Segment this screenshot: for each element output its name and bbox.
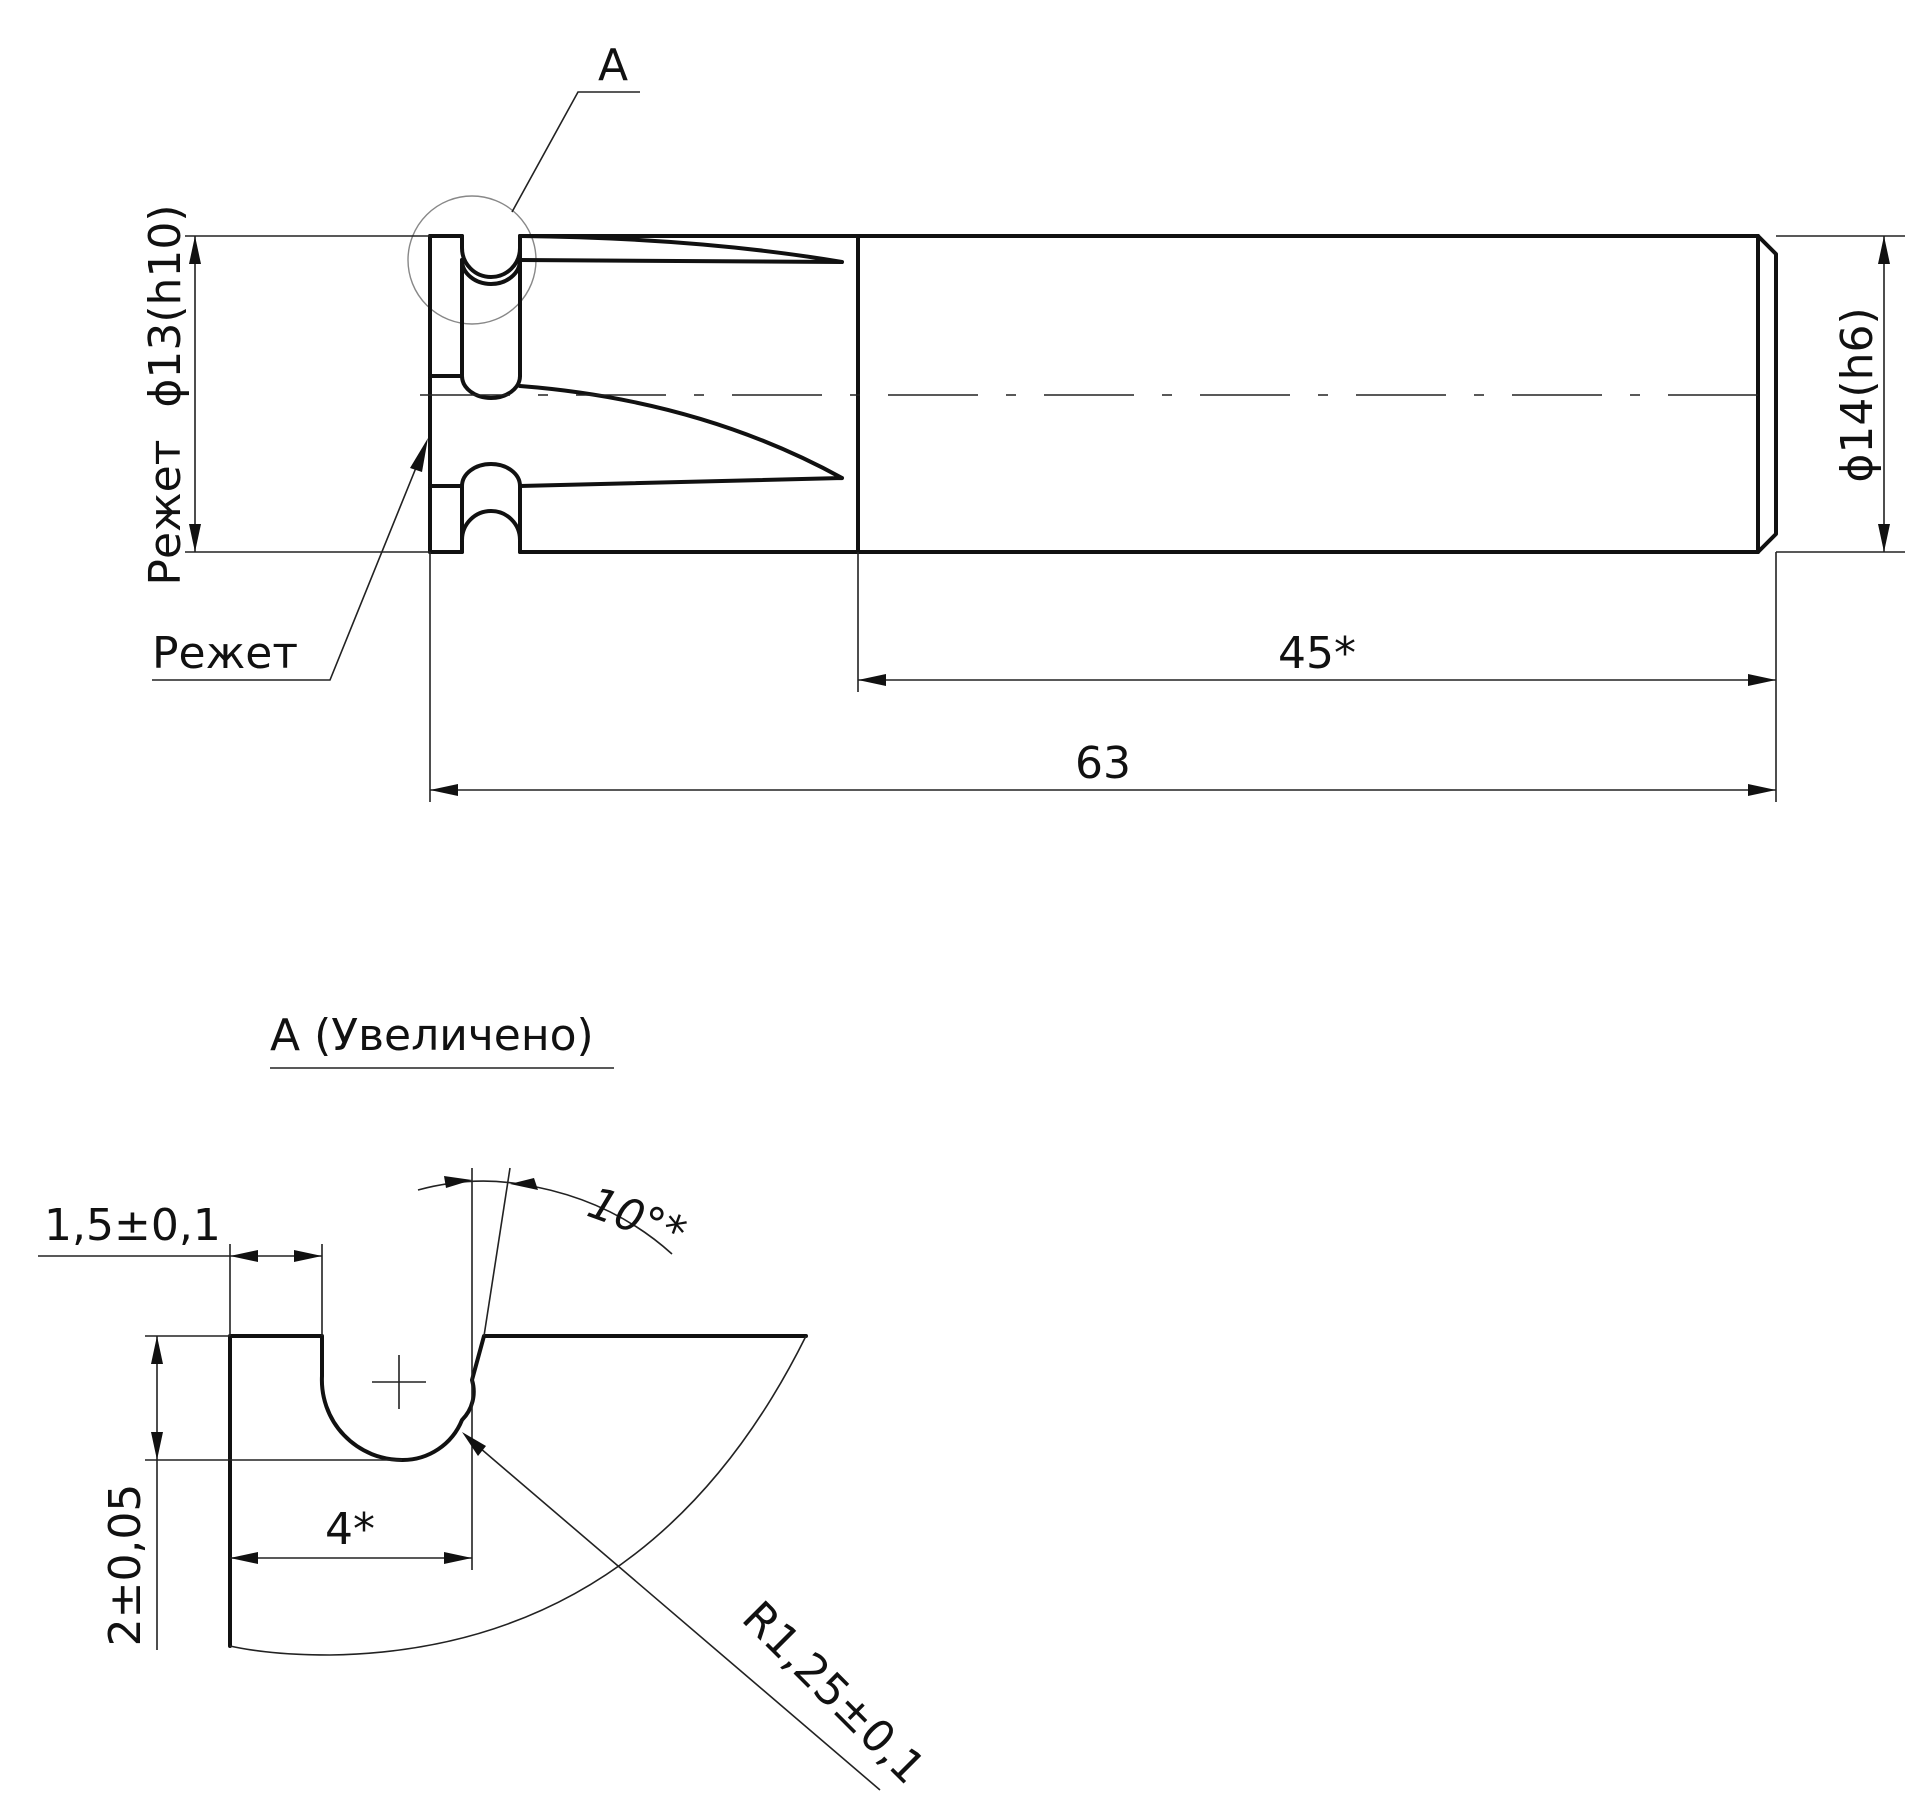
top-notch-lower (460, 258, 522, 286)
dim-angle-label: 10°* (581, 1177, 692, 1259)
radius-leader (465, 1435, 881, 1791)
flute-lower (518, 384, 844, 488)
arrow-45-left (858, 674, 886, 686)
arrow-63-left (430, 784, 458, 796)
shaft-body-outline (856, 234, 1778, 554)
arrow-w-right (294, 1250, 322, 1262)
detail-outline (228, 1334, 808, 1648)
arrow-right-bottom (1878, 524, 1890, 552)
dim-groove-label: 4* (325, 1504, 375, 1555)
dia-left-value: ϕ13(h10) (140, 204, 191, 407)
dim-63-label: 63 (1075, 738, 1131, 789)
arrow-right-top (1878, 236, 1890, 264)
arrow-angle-right (510, 1178, 538, 1190)
arrow-w-left (230, 1250, 258, 1262)
arrow-d-top (151, 1336, 163, 1364)
cut-label-vertical: Режет (140, 440, 191, 586)
middle-notch (460, 374, 522, 400)
arrow-45-right (1748, 674, 1776, 686)
cut-leader-label: Режет (152, 628, 298, 679)
top-notch (460, 234, 522, 279)
arrow-left-bottom (189, 524, 201, 552)
main-view: A Режет (140, 40, 1905, 802)
dim-45-label: 45* (1278, 628, 1356, 679)
dim-depth-label: 2±0,05 (100, 1484, 151, 1647)
arrow-d-bottom (151, 1432, 163, 1460)
cut-leader-line (152, 447, 425, 681)
detail-a-label: A (598, 40, 628, 91)
detail-arc-boundary (229, 1335, 807, 1656)
arrow-4-left (230, 1552, 258, 1564)
dia-right-label: ϕ14(h6) (1832, 307, 1883, 482)
dim-width-label: 1,5±0,1 (44, 1200, 221, 1251)
detail-title: A (Увеличено) (270, 1010, 594, 1061)
dia-left-label: Режет ϕ13(h10) (140, 204, 191, 585)
cutter-head-outline (518, 234, 860, 554)
arrow-63-right (1748, 784, 1776, 796)
ext-line-angle-slant (483, 1167, 511, 1337)
arrow-angle-left (444, 1176, 472, 1188)
arrow-left-top (189, 236, 201, 264)
dim-radius-label: R1,25±0,1 (732, 1592, 935, 1795)
cut-leader-arrow (410, 438, 428, 472)
bottom-notch-upper (460, 462, 522, 488)
detail-view: A (Увеличено) 1,5±0,1 10°* 2±0,05 (38, 1010, 935, 1794)
bottom-notch (460, 509, 522, 554)
flute-upper (518, 234, 844, 264)
arrow-4-right (444, 1552, 472, 1564)
detail-a-leader (511, 91, 640, 213)
arrow-radius (462, 1432, 486, 1456)
